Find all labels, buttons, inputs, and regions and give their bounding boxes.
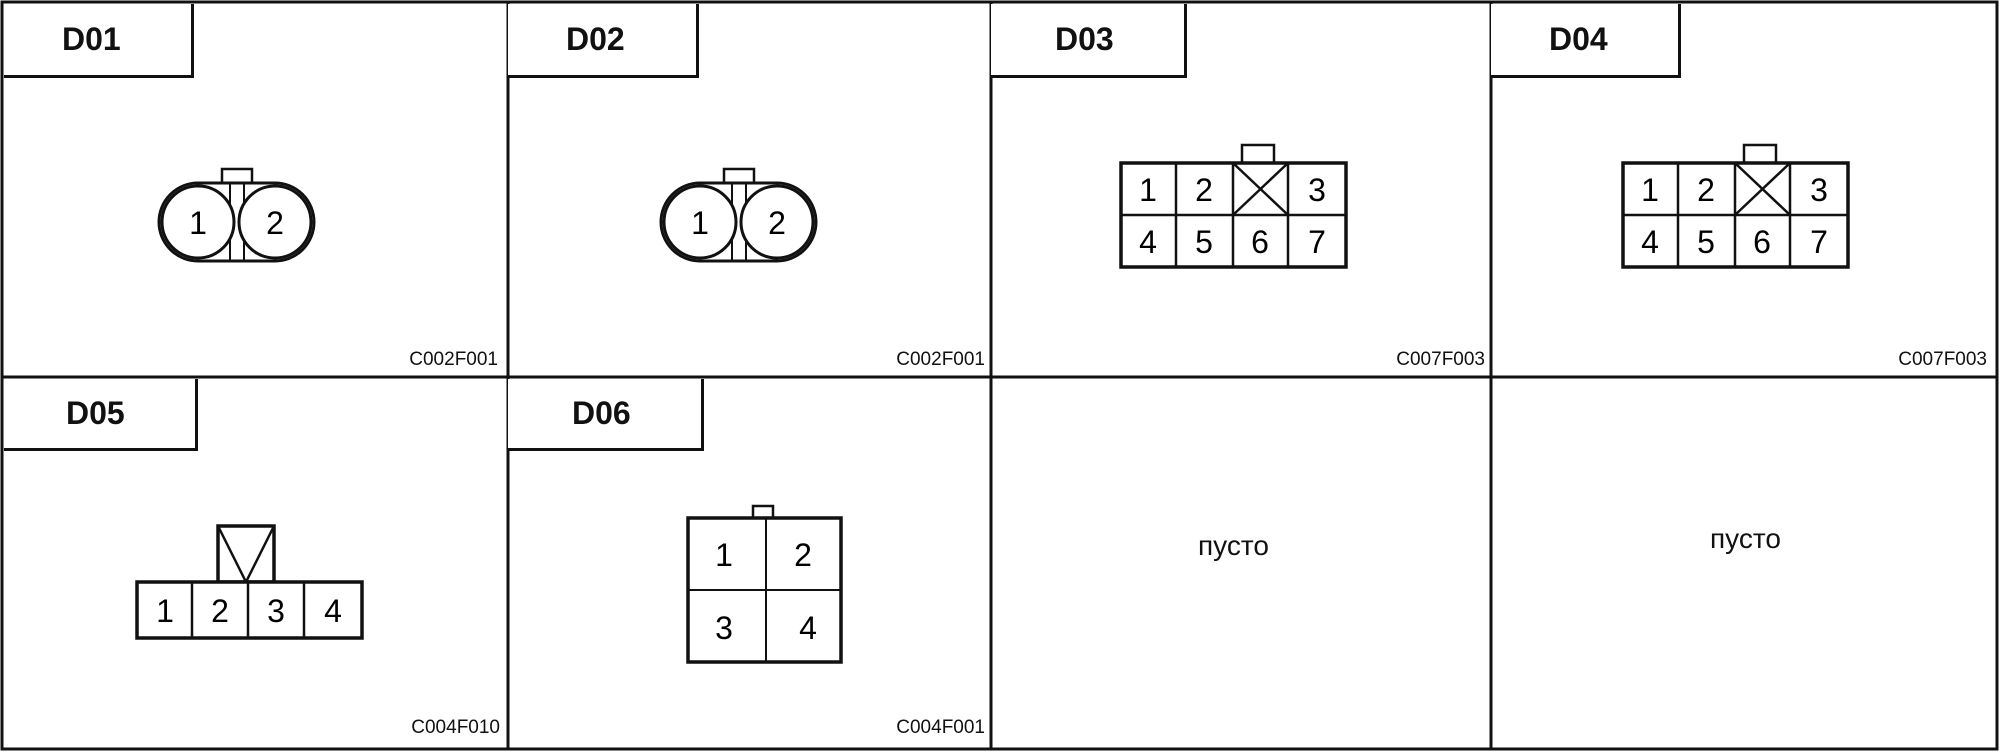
part-code: C007F003 (1396, 349, 1485, 370)
part-code: C004F010 (411, 717, 500, 738)
pin-1: 1 (1641, 172, 1659, 208)
pin-4: 4 (799, 610, 817, 646)
pin-5: 5 (1697, 224, 1715, 260)
pin-5: 5 (1195, 224, 1213, 260)
pin-2: 2 (1195, 172, 1213, 208)
pin-4: 4 (324, 593, 342, 629)
part-code: C007F003 (1898, 349, 1987, 370)
panel-id-label: D06 (508, 379, 704, 451)
pin-3: 3 (1308, 172, 1326, 208)
panel-d03: D03 1 2 3 4 5 6 7 C007F003 (991, 4, 1491, 377)
pin-2: 2 (768, 205, 786, 241)
pin-7: 7 (1810, 224, 1828, 260)
pin-1: 1 (189, 205, 207, 241)
empty-label: пусто (1198, 530, 1269, 561)
pin-6: 6 (1251, 224, 1269, 260)
pin-2: 2 (1697, 172, 1715, 208)
pin-2: 2 (794, 537, 812, 573)
pin-3: 3 (715, 610, 733, 646)
connector-2pin-round: 1 2 (157, 167, 316, 263)
panel-d01: D01 1 2 C002F001 (4, 4, 508, 377)
panel-id-label: D03 (991, 4, 1187, 78)
panel-id-label: D01 (4, 4, 194, 78)
panel-empty-2: пусто (1491, 379, 1997, 749)
pin-1: 1 (156, 593, 174, 629)
connector-4pin-row: 1 2 3 4 (135, 524, 364, 640)
connector-4pin-square: 1 2 3 4 (686, 504, 843, 664)
pin-4: 4 (1139, 224, 1157, 260)
pin-7: 7 (1308, 224, 1326, 260)
part-code: C002F001 (896, 349, 985, 370)
panel-id-label: D04 (1491, 4, 1681, 78)
connector-7pin: 1 2 3 4 5 6 7 (1119, 143, 1348, 269)
pin-1: 1 (691, 205, 709, 241)
pin-2: 2 (266, 205, 284, 241)
panel-id-label: D05 (4, 379, 198, 451)
pin-2: 2 (211, 593, 229, 629)
connector-7pin: 1 2 3 4 5 6 7 (1621, 143, 1850, 269)
empty-label: пусто (1710, 523, 1781, 554)
panel-empty-1: пусто (991, 379, 1491, 749)
panel-d02: D02 1 2 C002F001 (508, 4, 991, 377)
pin-4: 4 (1641, 224, 1659, 260)
panel-id-label: D02 (508, 4, 699, 78)
pin-1: 1 (715, 537, 733, 573)
pin-3: 3 (1810, 172, 1828, 208)
panel-d05: D05 1 2 3 4 C004F010 (4, 379, 508, 749)
connector-2pin-round: 1 2 (659, 167, 818, 263)
part-code: C002F001 (409, 349, 498, 370)
panel-d06: D06 1 2 3 4 C004F001 (508, 379, 991, 749)
panel-d04: D04 1 2 3 4 5 6 7 C007F003 (1491, 4, 1997, 377)
part-code: C004F001 (896, 717, 985, 738)
pin-1: 1 (1139, 172, 1157, 208)
pin-3: 3 (267, 593, 285, 629)
pin-6: 6 (1753, 224, 1771, 260)
